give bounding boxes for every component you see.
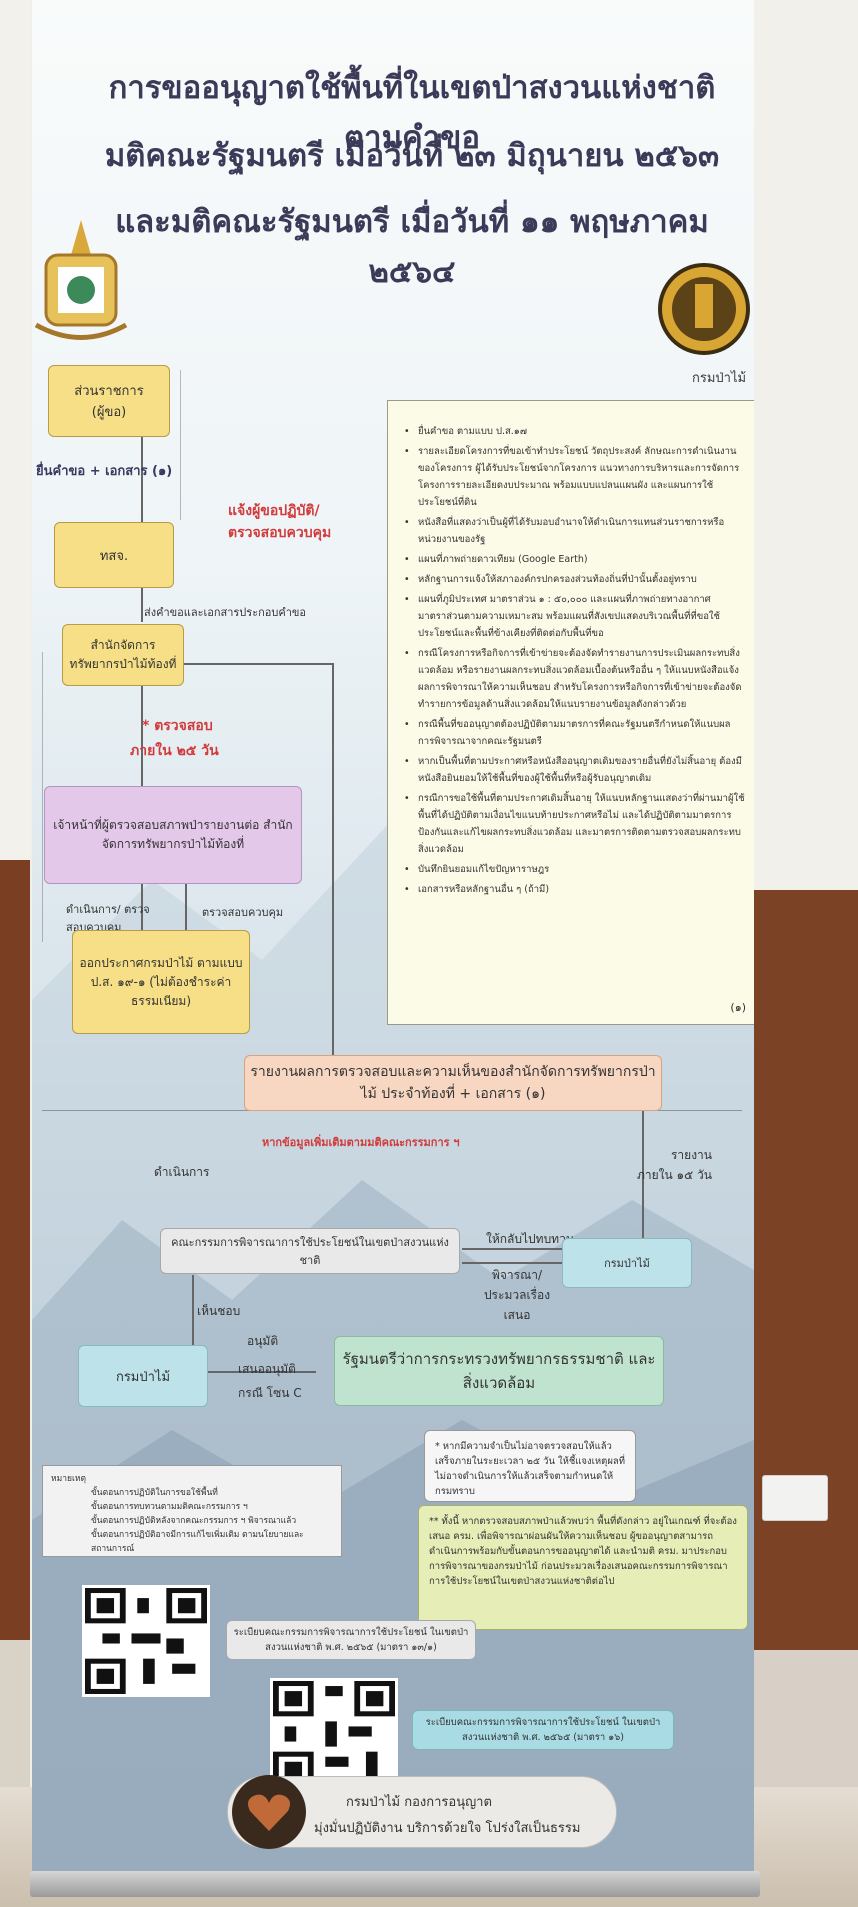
requirement-item: แผนที่ภาพถ่ายดาวเทียม (Google Earth) bbox=[404, 551, 746, 568]
approve-label: อนุมัติ bbox=[247, 1334, 279, 1348]
zone-c-label: กรณี โซน C bbox=[238, 1386, 302, 1400]
operate-label: ดำเนินการ bbox=[154, 1165, 210, 1179]
requirement-item: หากเป็นพื้นที่ตามประกาศหรือหนังสืออนุญาต… bbox=[404, 753, 746, 787]
qr-2-caption: ระเบียบคณะกรรมการพิจารณาการใช้ประโยชน์ ใ… bbox=[412, 1710, 674, 1750]
legend-title: หมายเหตุ bbox=[51, 1474, 86, 1484]
additional-info-label: หากข้อมูลเพิ่มเติมตามมติคณะกรรมการ ฯ bbox=[262, 1136, 460, 1149]
connector bbox=[141, 686, 143, 786]
requirement-item: กรณีพื้นที่ขออนุญาตต้องปฏิบัติตามมาตรการ… bbox=[404, 716, 746, 750]
connector bbox=[332, 663, 334, 1055]
requirement-item: หนังสือที่แสดงว่าเป็นผู้ที่ได้รับมอบอำนา… bbox=[404, 514, 746, 548]
title-line-2: มติคณะรัฐมนตรี เมื่อวันที่ ๒๓ มิถุนายน ๒… bbox=[104, 138, 720, 174]
report-15-days-label: รายงาน ภายใน ๑๕ วัน bbox=[636, 1148, 712, 1182]
qr-1-caption: ระเบียบคณะกรรมการพิจารณาการใช้ประโยชน์ ใ… bbox=[226, 1620, 476, 1660]
royal-forest-department-logo bbox=[658, 263, 750, 355]
connector bbox=[176, 1371, 316, 1373]
notify-label: แจ้งผู้ขอปฏิบัติ/ ตรวจสอบควบคุม bbox=[228, 503, 332, 541]
report-box: รายงานผลการตรวจสอบและความเห็นของสำนักจัด… bbox=[244, 1055, 662, 1111]
hands-heart-icon bbox=[232, 1775, 306, 1849]
propose-label: เสนออนุมัติ bbox=[238, 1362, 296, 1376]
legend-item: ขั้นตอนการปฏิบัติในการขอใช้พื้นที่ bbox=[91, 1488, 218, 1498]
requirement-item: หลักฐานการแจ้งให้สภาองค์กรปกครองส่วนท้อง… bbox=[404, 571, 746, 588]
requirement-item: ยื่นคำขอ ตามแบบ ป.ส.๑๗ bbox=[404, 423, 746, 440]
requirements-box: ยื่นคำขอ ตามแบบ ป.ส.๑๗ รายละเอียดโครงการ… bbox=[387, 400, 754, 1025]
connector bbox=[185, 884, 187, 930]
consider-label: พิจารณา/ ประมวลเรื่องเสนอ bbox=[483, 1268, 551, 1322]
wall-right bbox=[754, 0, 858, 1907]
legend-item: ขั้นตอนการปฏิบัติหลังจากคณะกรรมการ ฯ พิจ… bbox=[91, 1516, 297, 1526]
legend-item: ขั้นตอนการทบทวนตามมติคณะกรรมการ ฯ bbox=[91, 1502, 248, 1512]
requirement-item: กรณีโครงการหรือกิจการที่เข้าข่ายจะต้องจั… bbox=[404, 645, 746, 713]
footer-banner: กรมป่าไม้ กองการอนุญาต มุ่งมั่นปฏิบัติงา… bbox=[227, 1775, 617, 1849]
announcement-box: ออกประกาศกรมป่าไม้ ตามแบบ ป.ส. ๑๙-๑ (ไม่… bbox=[72, 930, 250, 1034]
requirement-item: รายละเอียดโครงการที่ขอเข้าทำประโยชน์ วัต… bbox=[404, 443, 746, 511]
agree-label: เห็นชอบ bbox=[197, 1304, 241, 1318]
rfd-left-box: กรมป่าไม้ bbox=[78, 1345, 208, 1407]
connector bbox=[642, 1100, 644, 1240]
note-1: * หากมีความจำเป็นไม่อาจตรวจสอบให้แล้วเสร… bbox=[424, 1430, 636, 1502]
power-outlet bbox=[762, 1475, 828, 1521]
wall-left bbox=[0, 0, 30, 1907]
inspector-box: เจ้าหน้าที่ผู้ตรวจสอบสภาพป่ารายงานต่อ สำ… bbox=[44, 786, 302, 884]
connector bbox=[462, 1248, 562, 1250]
connector bbox=[141, 884, 143, 930]
legend-box: หมายเหตุ ขั้นตอนการปฏิบัติในการขอใช้พื้น… bbox=[42, 1465, 342, 1557]
provincial-office-box: ทสจ. bbox=[54, 522, 174, 588]
send-back-label: ให้กลับไปทบทวน bbox=[486, 1232, 575, 1246]
dashed-connector bbox=[42, 652, 43, 942]
committee-box: คณะกรรมการพิจารณาการใช้ประโยชน์ในเขตป่าส… bbox=[160, 1228, 460, 1274]
inspect-label-2: ภายใน ๒๕ วัน bbox=[130, 743, 219, 759]
requirement-item: บันทึกยินยอมแก้ไขปัญหาราษฎร bbox=[404, 861, 746, 878]
requirements-mark: (๑) bbox=[730, 1001, 746, 1014]
rfd-right-box: กรมป่าไม้ bbox=[562, 1238, 692, 1288]
logo-caption: กรมป่าไม้ bbox=[692, 371, 747, 386]
connector bbox=[184, 663, 334, 665]
inspect-label-1: * ตรวจสอบ bbox=[142, 718, 213, 734]
dashed-connector bbox=[180, 370, 181, 520]
footer-line-1: กรมป่าไม้ กองการอนุญาต bbox=[346, 1795, 492, 1810]
submit-label: ยื่นคำขอ + เอกสาร (๑) bbox=[36, 464, 173, 479]
connector bbox=[192, 1275, 194, 1355]
control-label: ตรวจสอบควบคุม bbox=[202, 906, 284, 919]
royal-emblem-logo bbox=[34, 220, 128, 340]
legend-item: ขั้นตอนการปฏิบัติอาจมีการแก้ไขเพิ่มเติม … bbox=[91, 1530, 304, 1554]
applicant-agency-box: ส่วนราชการ (ผู้ขอ) bbox=[48, 365, 170, 437]
poster-stand-base bbox=[30, 1871, 760, 1897]
requirements-list: ยื่นคำขอ ตามแบบ ป.ส.๑๗ รายละเอียดโครงการ… bbox=[404, 423, 746, 898]
forest-office-box: สำนักจัดการ ทรัพยากรป่าไม้ท้องที่ bbox=[62, 624, 184, 686]
connector bbox=[141, 588, 143, 622]
connector bbox=[462, 1262, 562, 1264]
connector bbox=[141, 436, 143, 522]
rollup-poster: การขออนุญาตใช้พื้นที่ในเขตป่าสงวนแห่งชาต… bbox=[32, 0, 754, 1880]
minister-box: รัฐมนตรีว่าการกระทรวงทรัพยากรธรรมชาติ แล… bbox=[334, 1336, 664, 1406]
title-line-3: และมติคณะรัฐมนตรี เมื่อวันที่ ๑๑ พฤษภาคม… bbox=[115, 204, 709, 290]
forward-label: ส่งคำขอและเอกสารประกอบคำขอ bbox=[144, 606, 307, 619]
title-line-1: การขออนุญาตใช้พื้นที่ในเขตป่าสงวนแห่งชาต… bbox=[108, 70, 716, 156]
note-2: ** ทั้งนี้ หากตรวจสอบสภาพป่าแล้วพบว่า พื… bbox=[418, 1505, 748, 1630]
footer-line-2: มุ่งมั่นปฏิบัติงาน บริการด้วยใจ โปร่งใสเ… bbox=[314, 1821, 581, 1836]
requirement-item: แผนที่ภูมิประเทศ มาตราส่วน ๑ : ๕๐,๐๐๐ แล… bbox=[404, 591, 746, 642]
qr-code-1[interactable] bbox=[82, 1585, 210, 1697]
requirement-item: เอกสารหรือหลักฐานอื่น ๆ (ถ้ามี) bbox=[404, 881, 746, 898]
requirement-item: กรณีการขอใช้พื้นที่ตามประกาศเดิมสิ้นอายุ… bbox=[404, 790, 746, 858]
